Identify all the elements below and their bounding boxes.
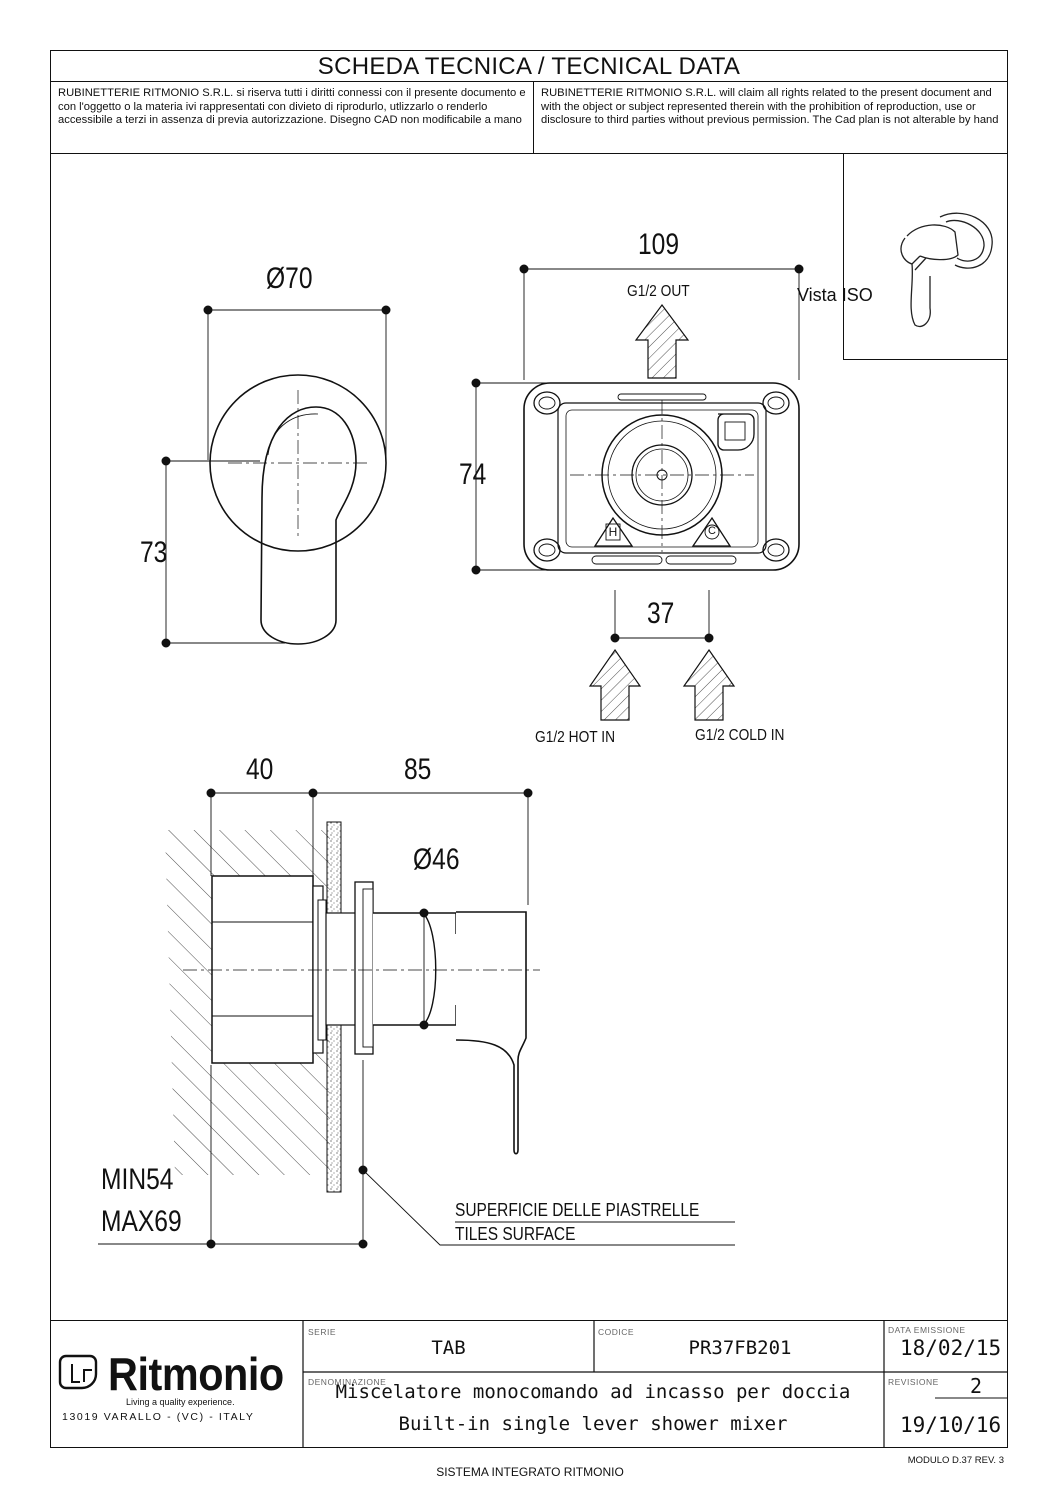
tiles-surface-label-en: TILES SURFACE — [455, 1224, 576, 1244]
description-italian: Miscelatore monocomando ad incasso per d… — [335, 1381, 851, 1403]
sheet-title: SCHEDA TECNICA / TECNICAL DATA — [51, 51, 1007, 82]
body-depth-dimension: 40 — [246, 753, 274, 786]
rear-width-dimension: 109 — [638, 228, 680, 261]
flow-arrows — [588, 303, 736, 721]
tiles-surface-label-it: SUPERFICIE DELLE PIASTRELLE — [455, 1200, 700, 1220]
side-view — [98, 788, 735, 1249]
spindle-diameter-dimension: Ø46 — [413, 843, 460, 876]
max-depth-label: MAX69 — [101, 1205, 182, 1238]
hot-mark: H — [608, 525, 618, 539]
drawing-sheet: SCHEDA TECNICA / TECNICAL DATA RUBINETTE… — [50, 50, 1008, 1448]
codice-value: PR37FB201 — [688, 1337, 792, 1359]
rear-height-dimension: 74 — [459, 458, 487, 491]
cold-mark: C — [708, 525, 716, 537]
description-english: Built-in single lever shower mixer — [398, 1413, 788, 1435]
brand-name: Ritmonio — [108, 1348, 284, 1400]
front-height-dimension: 73 — [140, 536, 168, 569]
data-emissione-label: DATA EMISSIONE — [888, 1325, 966, 1335]
min-depth-label: MIN54 — [101, 1163, 174, 1196]
inlet-spacing-dimension: 37 — [647, 597, 675, 630]
title-block: Ritmonio Living a quality experience. 13… — [50, 1320, 1008, 1448]
rear-view — [471, 264, 804, 643]
footer-system: SISTEMA INTEGRATO RITMONIO — [436, 1465, 624, 1479]
title-block-grid — [302, 1320, 1008, 1448]
module-reference: MODULO D.37 REV. 3 — [907, 1455, 1004, 1466]
header-divider — [51, 153, 1007, 154]
serie-label: SERIE — [308, 1327, 337, 1337]
rights-notice-italian: RUBINETTERIE RITMONIO S.R.L. si riserva … — [51, 81, 534, 153]
revisione-label: REVISIONE — [888, 1377, 939, 1387]
total-depth-dimension: 85 — [404, 753, 432, 786]
cold-inlet-label: G1/2 COLD IN — [695, 727, 785, 744]
brand-address: 13019 VARALLO - (VC) - ITALY — [62, 1411, 255, 1423]
denominazione-label: DENOMINAZIONE — [308, 1377, 387, 1387]
front-diameter-dimension: Ø70 — [266, 262, 313, 295]
hot-inlet-label: G1/2 HOT IN — [535, 729, 616, 746]
ritmonio-logo-mark — [58, 1354, 98, 1390]
revision-date: 19/10/16 — [900, 1413, 1002, 1437]
serie-value: TAB — [431, 1337, 466, 1359]
iso-view-label: Vista ISO — [797, 285, 873, 305]
rights-notice-english: RUBINETTERIE RITMONIO S.R.L. will claim … — [541, 87, 999, 126]
iso-view-sketch — [900, 212, 993, 328]
data-emissione-value: 18/02/15 — [900, 1336, 1002, 1360]
front-view — [161, 305, 391, 648]
brand-tagline: Living a quality experience. — [126, 1397, 235, 1407]
codice-label: CODICE — [598, 1327, 635, 1337]
revisione-value: 2 — [970, 1374, 983, 1398]
outlet-label: G1/2 OUT — [627, 283, 690, 300]
iso-view-frame — [843, 153, 1008, 360]
